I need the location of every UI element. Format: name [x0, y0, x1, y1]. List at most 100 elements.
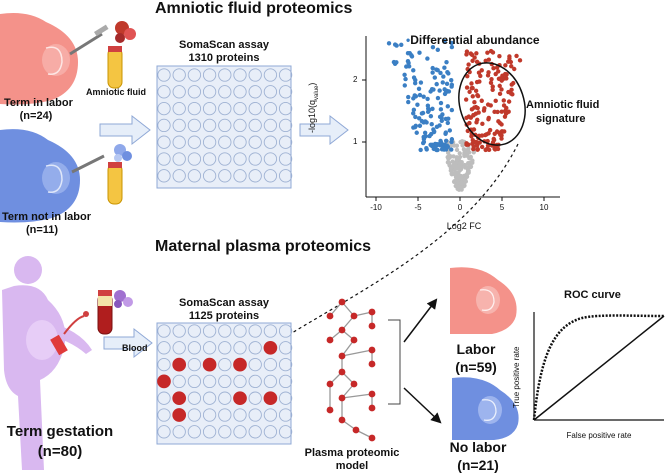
grid-dot-filled: [157, 374, 171, 389]
grid-dot: [218, 135, 232, 149]
volcano-point-down: [434, 67, 439, 72]
grid-dot: [233, 118, 247, 133]
volcano-point-down: [416, 86, 422, 92]
term-gestation-text: Term gestation: [6, 423, 114, 440]
volcano-point-down: [417, 50, 422, 55]
term-in-labor-text: Term in labor: [4, 97, 73, 109]
labor-n: (n=59): [455, 359, 497, 375]
volcano-point-down: [406, 60, 411, 66]
volcano-point-down: [449, 78, 454, 83]
grid-dot: [187, 101, 202, 116]
volcano-point-up: [480, 121, 485, 127]
grid-dot: [202, 374, 217, 389]
volcano-point-down: [438, 100, 444, 106]
volcano-point-down: [426, 106, 431, 111]
volcano-point-down: [403, 76, 408, 82]
tree-node: [326, 406, 334, 414]
grid-dot: [187, 324, 202, 338]
grid-dot: [172, 324, 186, 338]
grid-dot: [172, 118, 186, 133]
no-labor-figure: [452, 377, 519, 440]
grid-dot: [218, 374, 232, 389]
volcano-annotation: Amniotic fluid signature: [526, 98, 599, 126]
term-in-labor-label: Term in labor (n=24): [4, 97, 73, 123]
volcano-point-up: [477, 140, 482, 145]
volcano-point-up: [467, 120, 472, 126]
volcano-point-down: [445, 120, 450, 126]
grid-dot: [263, 324, 278, 338]
volcano-point-up: [509, 82, 514, 87]
grid-dot-filled: [263, 391, 278, 406]
grid-dot: [233, 101, 247, 116]
volcano-point-up: [464, 85, 470, 90]
grid-dot: [187, 169, 202, 183]
tree-node: [338, 416, 346, 424]
grid-dot: [172, 152, 186, 166]
volcano-point-up: [465, 73, 470, 79]
volcano-point-up: [486, 131, 491, 136]
volcano-point-up: [486, 70, 491, 75]
blood-draw-tourniquet-icon: [50, 311, 89, 356]
volcano-point-down: [419, 111, 425, 116]
volcano-point-down: [445, 104, 451, 109]
volcano-point-up: [490, 87, 495, 93]
grid-dot: [278, 391, 293, 405]
volcano-point-down: [425, 56, 430, 61]
volcano-point-down: [411, 107, 417, 113]
volcano-point-up: [478, 73, 483, 79]
volcano-point-down: [432, 75, 438, 80]
volcano-point-ns: [465, 165, 471, 170]
tree-node: [352, 426, 360, 434]
volcano-point-down: [425, 109, 431, 115]
grid-dot: [157, 68, 171, 82]
term-gestation-figure: [2, 256, 92, 470]
grid-dot: [172, 85, 186, 99]
grid-dot: [202, 68, 217, 82]
volcano-point-down: [418, 147, 423, 153]
amniotic-tube-2-icon: [107, 162, 123, 205]
volcano-point-ns: [454, 147, 460, 153]
volcano-point-up: [499, 109, 504, 114]
grid-dot: [218, 101, 232, 116]
volcano-point-down: [439, 118, 444, 124]
volcano-point-down: [449, 82, 455, 87]
grid-dot: [248, 391, 262, 405]
arrow-to-plasma-assay: [103, 327, 153, 359]
volcano-point-down: [449, 139, 454, 145]
volcano-point-ns: [462, 151, 467, 157]
volcano-point-down: [405, 51, 411, 56]
tree-node: [368, 434, 376, 442]
term-gestation-n: (n=80): [37, 443, 83, 460]
grid-dot: [248, 169, 262, 183]
volcano-point-down: [402, 72, 407, 77]
signature-connector: [272, 143, 519, 345]
volcano-point-up: [490, 50, 496, 55]
volcano-point-up: [488, 103, 493, 108]
roc-reference-line: [533, 315, 665, 421]
volcano-point-down: [449, 107, 455, 113]
volcano-point-down: [442, 65, 447, 70]
tree-node: [338, 368, 346, 376]
volcano-point-up: [512, 66, 517, 72]
arrow-to-amniotic-assay: [99, 114, 151, 146]
volcano-point-down: [449, 147, 454, 152]
volcano-point-up: [483, 132, 488, 138]
grid-dot: [202, 425, 217, 439]
volcano-point-up: [469, 86, 474, 91]
grid-dot: [202, 118, 217, 133]
volcano-xtick-3: 0: [457, 203, 463, 212]
model-label-line1: Plasma proteomic: [304, 447, 400, 459]
volcano-point-up: [503, 63, 508, 68]
volcano-point-ns: [447, 153, 453, 159]
volcano-point-down: [417, 92, 423, 98]
grid-dot: [278, 135, 293, 149]
volcano-point-ns: [458, 164, 464, 170]
volcano-point-down: [444, 59, 449, 65]
volcano-point-down: [442, 87, 447, 92]
term-not-in-labor-figure: [0, 129, 80, 223]
volcano-point-up: [483, 58, 488, 63]
volcano-point-up: [508, 91, 514, 96]
roc-curve: [532, 314, 665, 421]
volcano-point-up: [507, 56, 512, 61]
volcano-title: •Differential abundance: [406, 33, 540, 47]
